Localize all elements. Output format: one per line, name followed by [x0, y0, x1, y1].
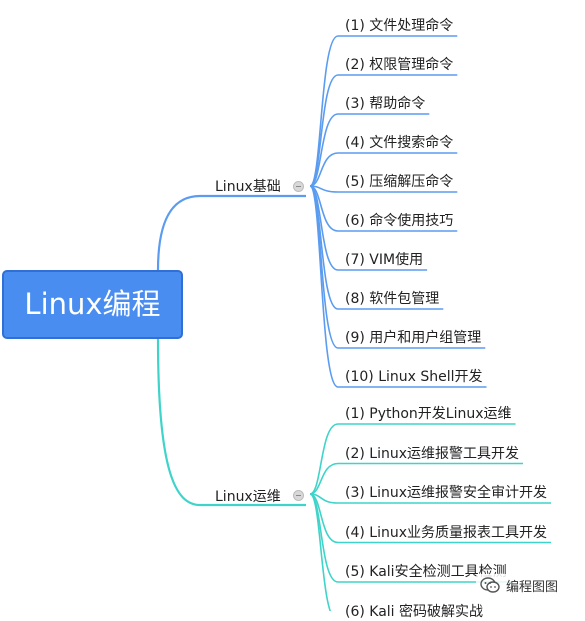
- connector-line: [309, 493, 332, 611]
- leaf-item[interactable]: (6) 命令使用技巧: [345, 213, 454, 229]
- leaf-item[interactable]: (1) 文件处理命令: [345, 18, 454, 34]
- collapse-icon[interactable]: [293, 490, 304, 501]
- leaf-item[interactable]: (2) 权限管理命令: [345, 57, 454, 73]
- branch-linux-basics[interactable]: Linux基础: [215, 179, 281, 195]
- connector-line: [156, 194, 201, 271]
- leaf-item[interactable]: (4) Linux业务质量报表工具开发: [345, 524, 548, 541]
- leaf-item[interactable]: (3) 帮助命令: [345, 96, 426, 112]
- leaf-item[interactable]: (3) Linux运维报警安全审计开发: [345, 485, 548, 501]
- leaf-item[interactable]: (5) 压缩解压命令: [345, 174, 454, 190]
- connector-line: [309, 74, 339, 187]
- connector-line: [309, 185, 339, 388]
- leaf-item[interactable]: (5) Kali安全检测工具检测: [345, 564, 507, 580]
- collapse-icon[interactable]: [293, 181, 304, 192]
- leaf-item[interactable]: (10) Linux Shell开发: [345, 369, 483, 385]
- connector-line: [309, 462, 339, 495]
- wechat-icon: [480, 577, 500, 593]
- watermark-text: 编程图图: [506, 579, 559, 595]
- root-node[interactable]: Linux编程: [2, 270, 183, 339]
- connector-line: [309, 152, 339, 187]
- watermark: 编程图图: [476, 574, 565, 596]
- connector-line: [156, 338, 201, 507]
- leaf-item[interactable]: (9) 用户和用户组管理: [345, 330, 482, 346]
- leaf-item[interactable]: (4) 文件搜索命令: [345, 135, 454, 151]
- leaf-item[interactable]: (7) VIM使用: [345, 252, 424, 268]
- connector-line: [309, 113, 339, 187]
- leaf-item[interactable]: (2) Linux运维报警工具开发: [345, 445, 520, 462]
- leaf-item[interactable]: (1) Python开发Linux运维: [345, 406, 512, 422]
- leaf-item[interactable]: (8) 软件包管理: [345, 291, 440, 307]
- connector-line: [309, 423, 339, 495]
- connector-line: [309, 493, 339, 583]
- branch-linux-ops[interactable]: Linux运维: [215, 489, 281, 505]
